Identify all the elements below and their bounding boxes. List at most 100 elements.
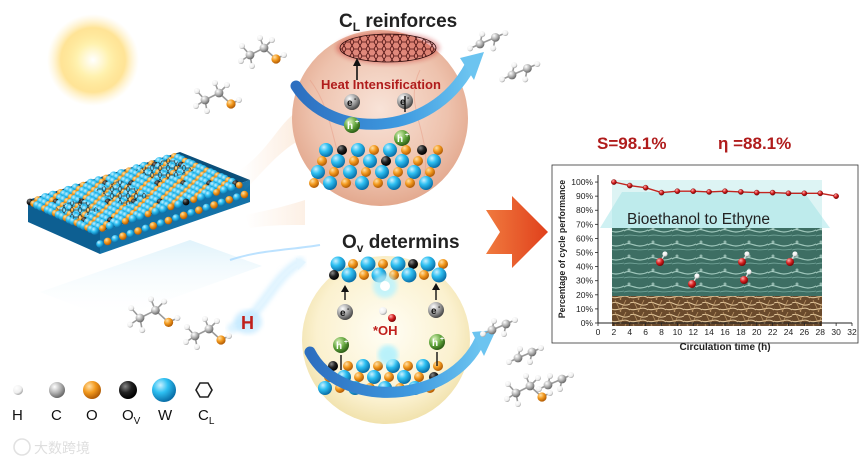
- lattice-atom: [369, 145, 379, 155]
- slab-atom: [167, 203, 175, 211]
- svg-text:-: -: [407, 95, 410, 102]
- lattice-atom: [405, 178, 415, 188]
- molecule-atom: [226, 99, 236, 109]
- legend-label: W: [158, 407, 173, 424]
- data-point: [738, 189, 744, 195]
- mid-electron-marker-2: e -: [428, 302, 444, 318]
- molecule-atom: [513, 353, 523, 363]
- mid-hole-marker: h +: [333, 337, 349, 353]
- legend-swatch: [49, 382, 65, 398]
- molecule-atom: [190, 331, 200, 341]
- legend-item: O: [83, 381, 101, 424]
- lattice-atom: [401, 145, 411, 155]
- lattice-atom: [381, 156, 391, 166]
- x-tick-label: 16: [720, 327, 730, 337]
- legend-swatch: [83, 381, 101, 399]
- y-tick-label: 80%: [576, 205, 593, 215]
- molecule-atom: [512, 317, 518, 323]
- svg-text:-: -: [347, 306, 350, 313]
- molecule-atom: [527, 347, 537, 357]
- legend-swatch: [152, 378, 176, 402]
- slab-atom: [151, 207, 160, 216]
- lattice-atom: [363, 154, 377, 168]
- lattice-atom: [416, 359, 430, 373]
- lattice-atom: [360, 256, 376, 272]
- legend-label: CL: [198, 407, 215, 427]
- svg-text:+: +: [344, 339, 348, 346]
- lattice-atom: [337, 145, 347, 155]
- slab-atom: [121, 217, 129, 225]
- svg-text:e: e: [400, 97, 406, 108]
- y-tick-label: 70%: [576, 219, 593, 229]
- molecule-atom: [557, 386, 563, 392]
- svg-text:e: e: [340, 308, 346, 319]
- slab-atom: [90, 226, 99, 235]
- molecule-atom: [200, 95, 210, 105]
- slab-edge-atom: [172, 214, 180, 222]
- lattice-atom: [343, 361, 353, 371]
- x-tick-label: 0: [596, 327, 601, 337]
- molecule-atom: [507, 70, 517, 80]
- lattice-atom: [355, 176, 369, 190]
- data-point: [833, 193, 839, 199]
- data-point: [706, 189, 712, 195]
- lattice-atom: [311, 165, 325, 179]
- watermark: 大数跨境: [13, 438, 90, 456]
- molecule-atom: [281, 52, 287, 58]
- molecule-atom: [511, 62, 518, 69]
- slab-edge-atom: [240, 190, 249, 199]
- svg-text:+: +: [355, 119, 359, 126]
- molecule-atom: [491, 318, 497, 324]
- mid-title: Ov determins: [342, 232, 460, 255]
- molecule-atom: [505, 381, 511, 387]
- molecule-atom: [151, 305, 160, 315]
- slab-edge-atom: [126, 229, 135, 238]
- x-tick-label: 12: [689, 327, 699, 337]
- molecule-atom: [148, 296, 154, 303]
- slab-atom: [128, 214, 137, 223]
- y-tick-label: 60%: [576, 233, 593, 243]
- data-point: [753, 189, 760, 196]
- data-point: [722, 188, 728, 195]
- x-tick-label: 10: [673, 327, 683, 337]
- hexagon-icon: [195, 382, 213, 398]
- slab-edge-atom: [149, 222, 157, 230]
- mid-hole-marker-2: h +: [429, 334, 445, 350]
- graphene-sheet-icon: [340, 34, 436, 62]
- slab-edge-atom: [217, 198, 226, 207]
- top-hole-marker-2: h +: [394, 130, 410, 146]
- lattice-atom: [438, 259, 448, 269]
- molecule-atom: [523, 64, 532, 73]
- x-tick-label: 30: [831, 327, 841, 337]
- molecule-atom: [522, 76, 529, 83]
- lattice-atom: [318, 381, 332, 395]
- sun-icon: [47, 14, 139, 106]
- data-point: [785, 190, 792, 197]
- molecule-atom: [202, 316, 208, 322]
- selectivity-metric: S=98.1%: [597, 134, 666, 153]
- slab-edge-atom: [164, 216, 173, 225]
- molecule-atom: [538, 345, 544, 351]
- lattice-atom: [420, 256, 436, 272]
- slab-atom: [235, 181, 243, 189]
- molecule-atom: [501, 319, 511, 329]
- efficiency-metric: η =88.1%: [718, 134, 791, 153]
- slab-atom: [113, 219, 122, 228]
- lattice-atom: [408, 259, 418, 269]
- legend-item: OV: [119, 381, 141, 427]
- molecule-atom: [245, 50, 255, 60]
- molecule-atom: [535, 375, 541, 381]
- mid-flow-arrow: [304, 334, 486, 398]
- data-point: [769, 189, 776, 196]
- lattice-atom: [407, 165, 421, 179]
- molecule-atom: [537, 392, 547, 402]
- molecule-atom: [204, 108, 210, 114]
- lattice-atom: [384, 372, 394, 382]
- molecule-atom: [491, 33, 500, 42]
- molecule-atom: [259, 43, 269, 53]
- top-hole-marker: h +: [344, 117, 360, 133]
- lattice-atom: [359, 270, 369, 280]
- y-axis-label: Percentage of cycle performance: [557, 180, 567, 318]
